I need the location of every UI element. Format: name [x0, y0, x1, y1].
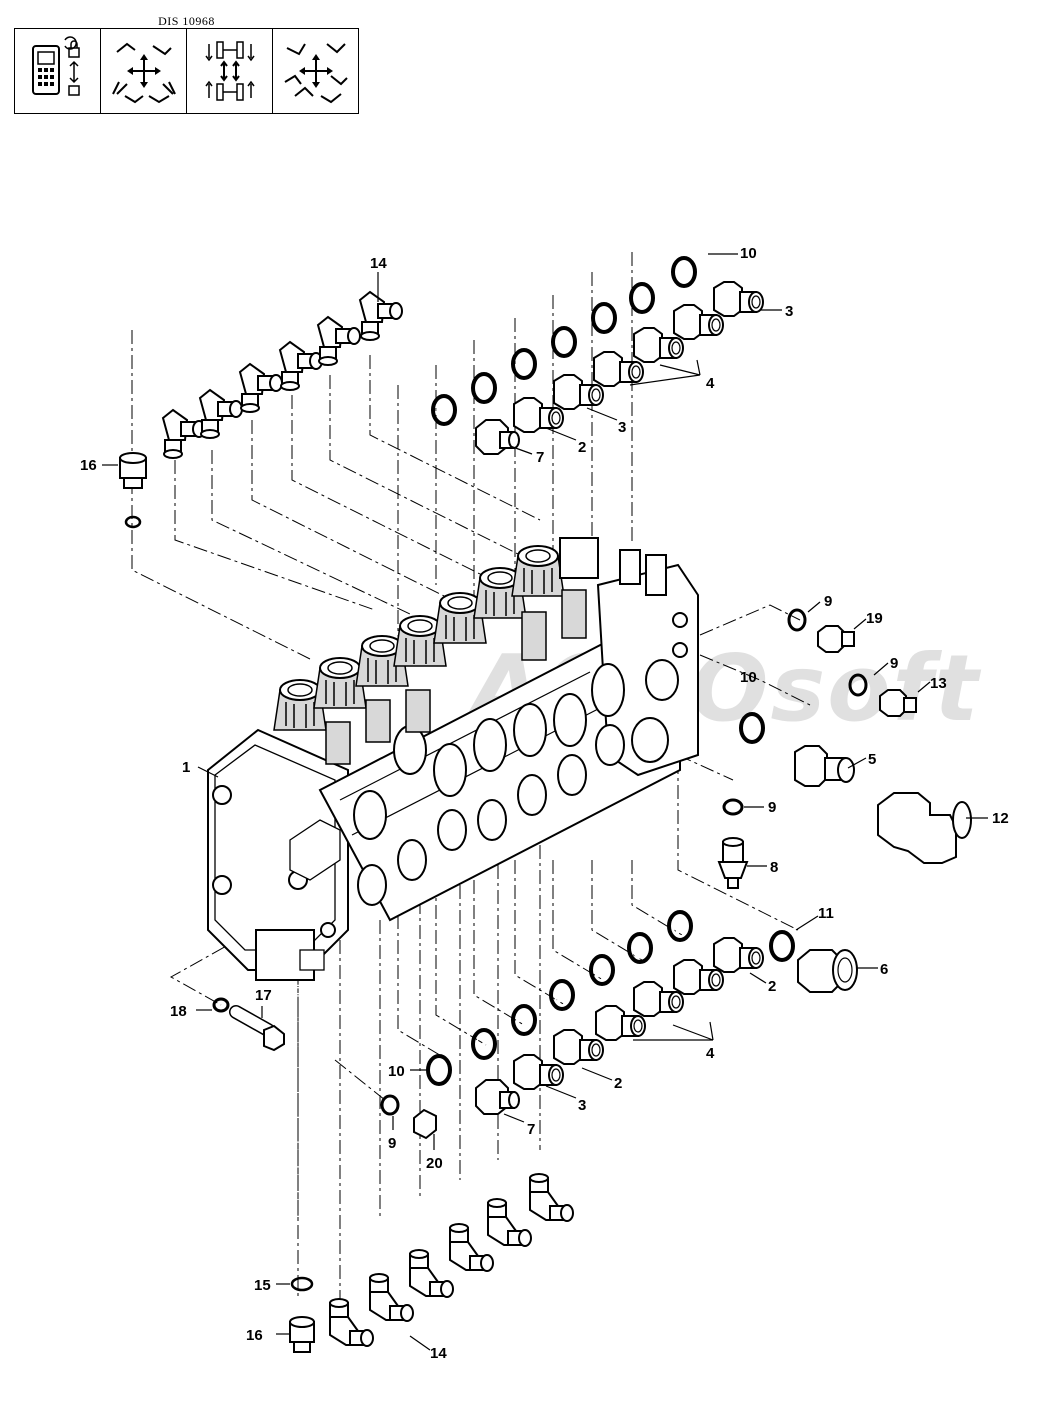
control-panel-lock-icon	[31, 36, 80, 96]
callout-9-b: 9	[890, 655, 898, 672]
callout-10-top: 10	[740, 245, 757, 262]
diagram-code: DIS 10968	[158, 14, 215, 28]
callout-13: 13	[930, 675, 947, 692]
pictogram-cell-2	[101, 29, 187, 113]
callout-4-bot: 4	[706, 1045, 715, 1062]
callout-3-top: 3	[785, 303, 793, 320]
fittings-right	[717, 608, 972, 993]
plug-16-top	[119, 452, 147, 529]
callout-3-bot: 3	[578, 1097, 586, 1114]
elbow-fittings-top	[162, 291, 403, 459]
callout-7-top: 7	[536, 449, 544, 466]
callout-16-top: 16	[80, 457, 97, 474]
callout-leaders	[102, 253, 988, 1351]
callout-11: 11	[818, 905, 834, 922]
callouts: 14 10 3 4 3 2 7 16 9 19 9 13 10 5 1 9 12…	[80, 245, 1009, 1362]
callout-20: 20	[426, 1155, 443, 1172]
callout-2-bot: 2	[768, 978, 776, 995]
pictogram-cell-1	[15, 29, 101, 113]
dis-header: DIS 10968	[14, 14, 359, 114]
callout-6: 6	[880, 961, 888, 978]
callout-18: 18	[170, 1003, 187, 1020]
callout-15: 15	[254, 1277, 271, 1294]
pictogram-row	[14, 28, 359, 114]
callout-9-a: 9	[824, 593, 832, 610]
fittings-top-right	[431, 256, 764, 455]
callout-9-d: 9	[388, 1135, 396, 1152]
callout-16-bot: 16	[246, 1327, 263, 1344]
plug-16-bottom	[289, 1276, 315, 1353]
excavator-arm-pattern-b-icon	[283, 43, 348, 104]
callout-10-bot: 10	[388, 1063, 405, 1080]
callout-1: 1	[182, 759, 190, 776]
callout-3-mid: 3	[618, 419, 626, 436]
callout-2-low: 2	[614, 1075, 622, 1092]
callout-14-top: 14	[370, 255, 387, 272]
body-ports	[353, 663, 625, 906]
relief-valves	[325, 589, 587, 765]
callout-2-top: 2	[578, 439, 586, 456]
track-travel-arrows-icon	[204, 41, 255, 101]
fittings-bottom-right	[426, 910, 764, 1115]
callout-17: 17	[255, 987, 272, 1004]
callout-10-mid: 10	[740, 669, 757, 686]
lower-left-parts	[212, 997, 437, 1140]
elbow-fittings-bottom	[329, 1173, 574, 1347]
callout-8: 8	[770, 859, 778, 876]
callout-12: 12	[992, 810, 1009, 827]
pictogram-cell-3	[187, 29, 273, 113]
callout-4-top: 4	[706, 375, 715, 392]
spool-caps	[273, 537, 599, 731]
excavator-arm-pattern-a-icon	[111, 42, 176, 104]
callout-14-bot: 14	[430, 1345, 447, 1362]
callout-5: 5	[868, 751, 876, 768]
callout-9-c: 9	[768, 799, 776, 816]
callout-19: 19	[866, 610, 883, 627]
callout-7-bot: 7	[527, 1121, 535, 1138]
pictogram-cell-4	[273, 29, 358, 113]
